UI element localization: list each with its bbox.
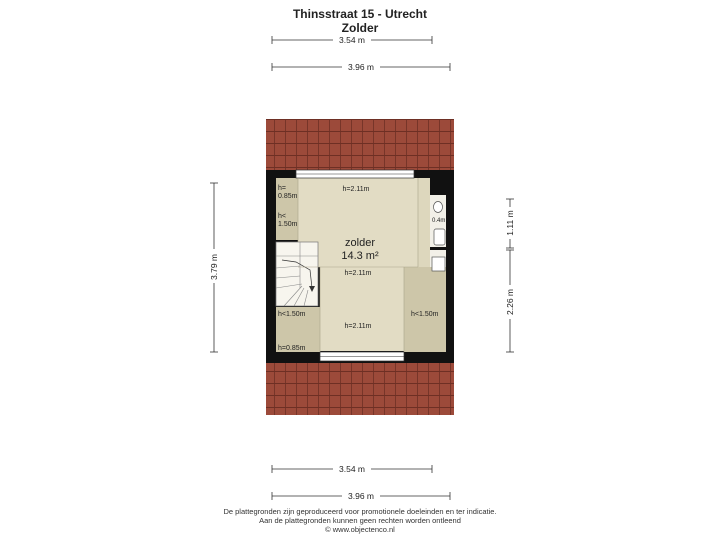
height-middle-center: h=2.11m	[345, 270, 372, 277]
dim-right-upper: 1.11 m	[505, 210, 515, 235]
height-bottom-left: h=0.85m	[278, 345, 306, 352]
height-top-left-label: h=	[278, 185, 286, 192]
address-title: Thinsstraat 15 - Utrecht	[292, 7, 428, 21]
room-name: zolder	[345, 237, 375, 249]
stair-direction-line	[281, 259, 313, 289]
height-left-label: h<	[278, 213, 286, 220]
height-zone-lines	[297, 178, 419, 352]
dim-top-inner: 3.54 m	[339, 35, 365, 45]
stair-arrow-icon	[309, 286, 315, 292]
height-left-value: 1.50m	[278, 221, 298, 228]
height-left-lower: h<1.50m	[278, 311, 306, 318]
toilet-icon	[433, 201, 443, 213]
height-top-center: h=2.11m	[343, 186, 370, 193]
disclaimer-line-1: De plattegronden zijn geproduceerd voor …	[223, 507, 497, 516]
dim-top-outer: 3.96 m	[348, 62, 374, 72]
dim-bottom-outer: 3.96 m	[348, 491, 374, 501]
disclaimer-line-2: Aan de plattegronden kunnen geen rechten…	[259, 516, 461, 525]
floor-title: Zolder	[341, 21, 379, 35]
height-bottom-center: h=2.11m	[345, 323, 372, 330]
staircase	[275, 241, 319, 307]
height-top-left-value: 0.85m	[278, 193, 298, 200]
dim-left-height: 3.79 m	[209, 254, 219, 280]
floor-left-low-top	[276, 178, 298, 240]
roof-bottom	[266, 362, 454, 415]
copyright-link[interactable]: © www.objectenco.nl	[325, 525, 395, 534]
sink-icon	[433, 228, 446, 246]
roof-top	[266, 119, 454, 171]
floor-center-lower	[320, 267, 404, 351]
floor-right-strip	[418, 178, 430, 267]
radiator-icon	[431, 256, 446, 272]
height-closet: 0.4m	[432, 218, 445, 224]
floor-left-lower	[276, 307, 320, 352]
room-area: 14.3 m²	[341, 250, 379, 262]
dim-right-lower: 2.26 m	[505, 289, 515, 315]
dim-bottom-inner: 3.54 m	[339, 464, 365, 474]
height-right-lower: h<1.50m	[411, 311, 439, 318]
floor-right-lower	[404, 267, 446, 352]
stair-treads	[275, 242, 318, 307]
